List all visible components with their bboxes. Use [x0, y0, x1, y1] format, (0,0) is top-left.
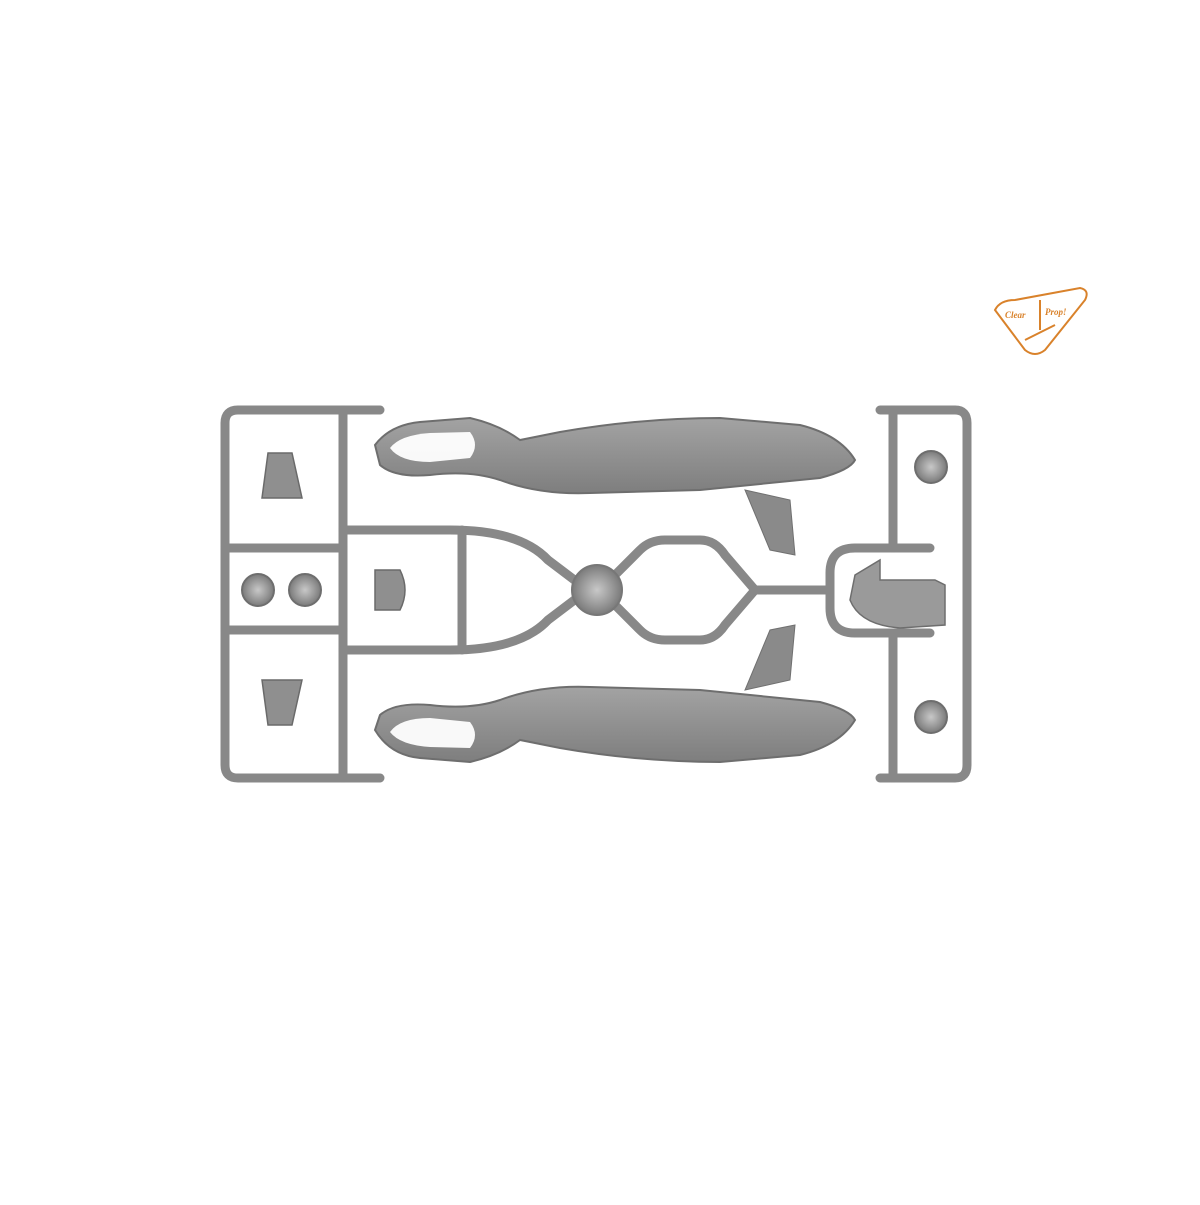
- exhaust-part-bottom: [261, 679, 303, 726]
- cowl-part: [849, 558, 946, 629]
- wheel-left-1: [241, 573, 275, 607]
- bracket-part: [374, 569, 406, 611]
- logo-text-right: Prop!: [1045, 307, 1067, 317]
- fuselage-half-top: [373, 416, 857, 556]
- clear-prop-logo: [993, 286, 1088, 355]
- fuselage-half-bottom: [373, 624, 857, 764]
- wheel-right-2: [914, 700, 948, 734]
- wheel-right-1: [914, 450, 948, 484]
- logo-text-left: Clear: [1005, 310, 1026, 320]
- wheel-left-2: [288, 573, 322, 607]
- center-disc-part: [571, 564, 623, 616]
- sprue-frame: [220, 405, 972, 783]
- exhaust-part-top: [261, 452, 303, 499]
